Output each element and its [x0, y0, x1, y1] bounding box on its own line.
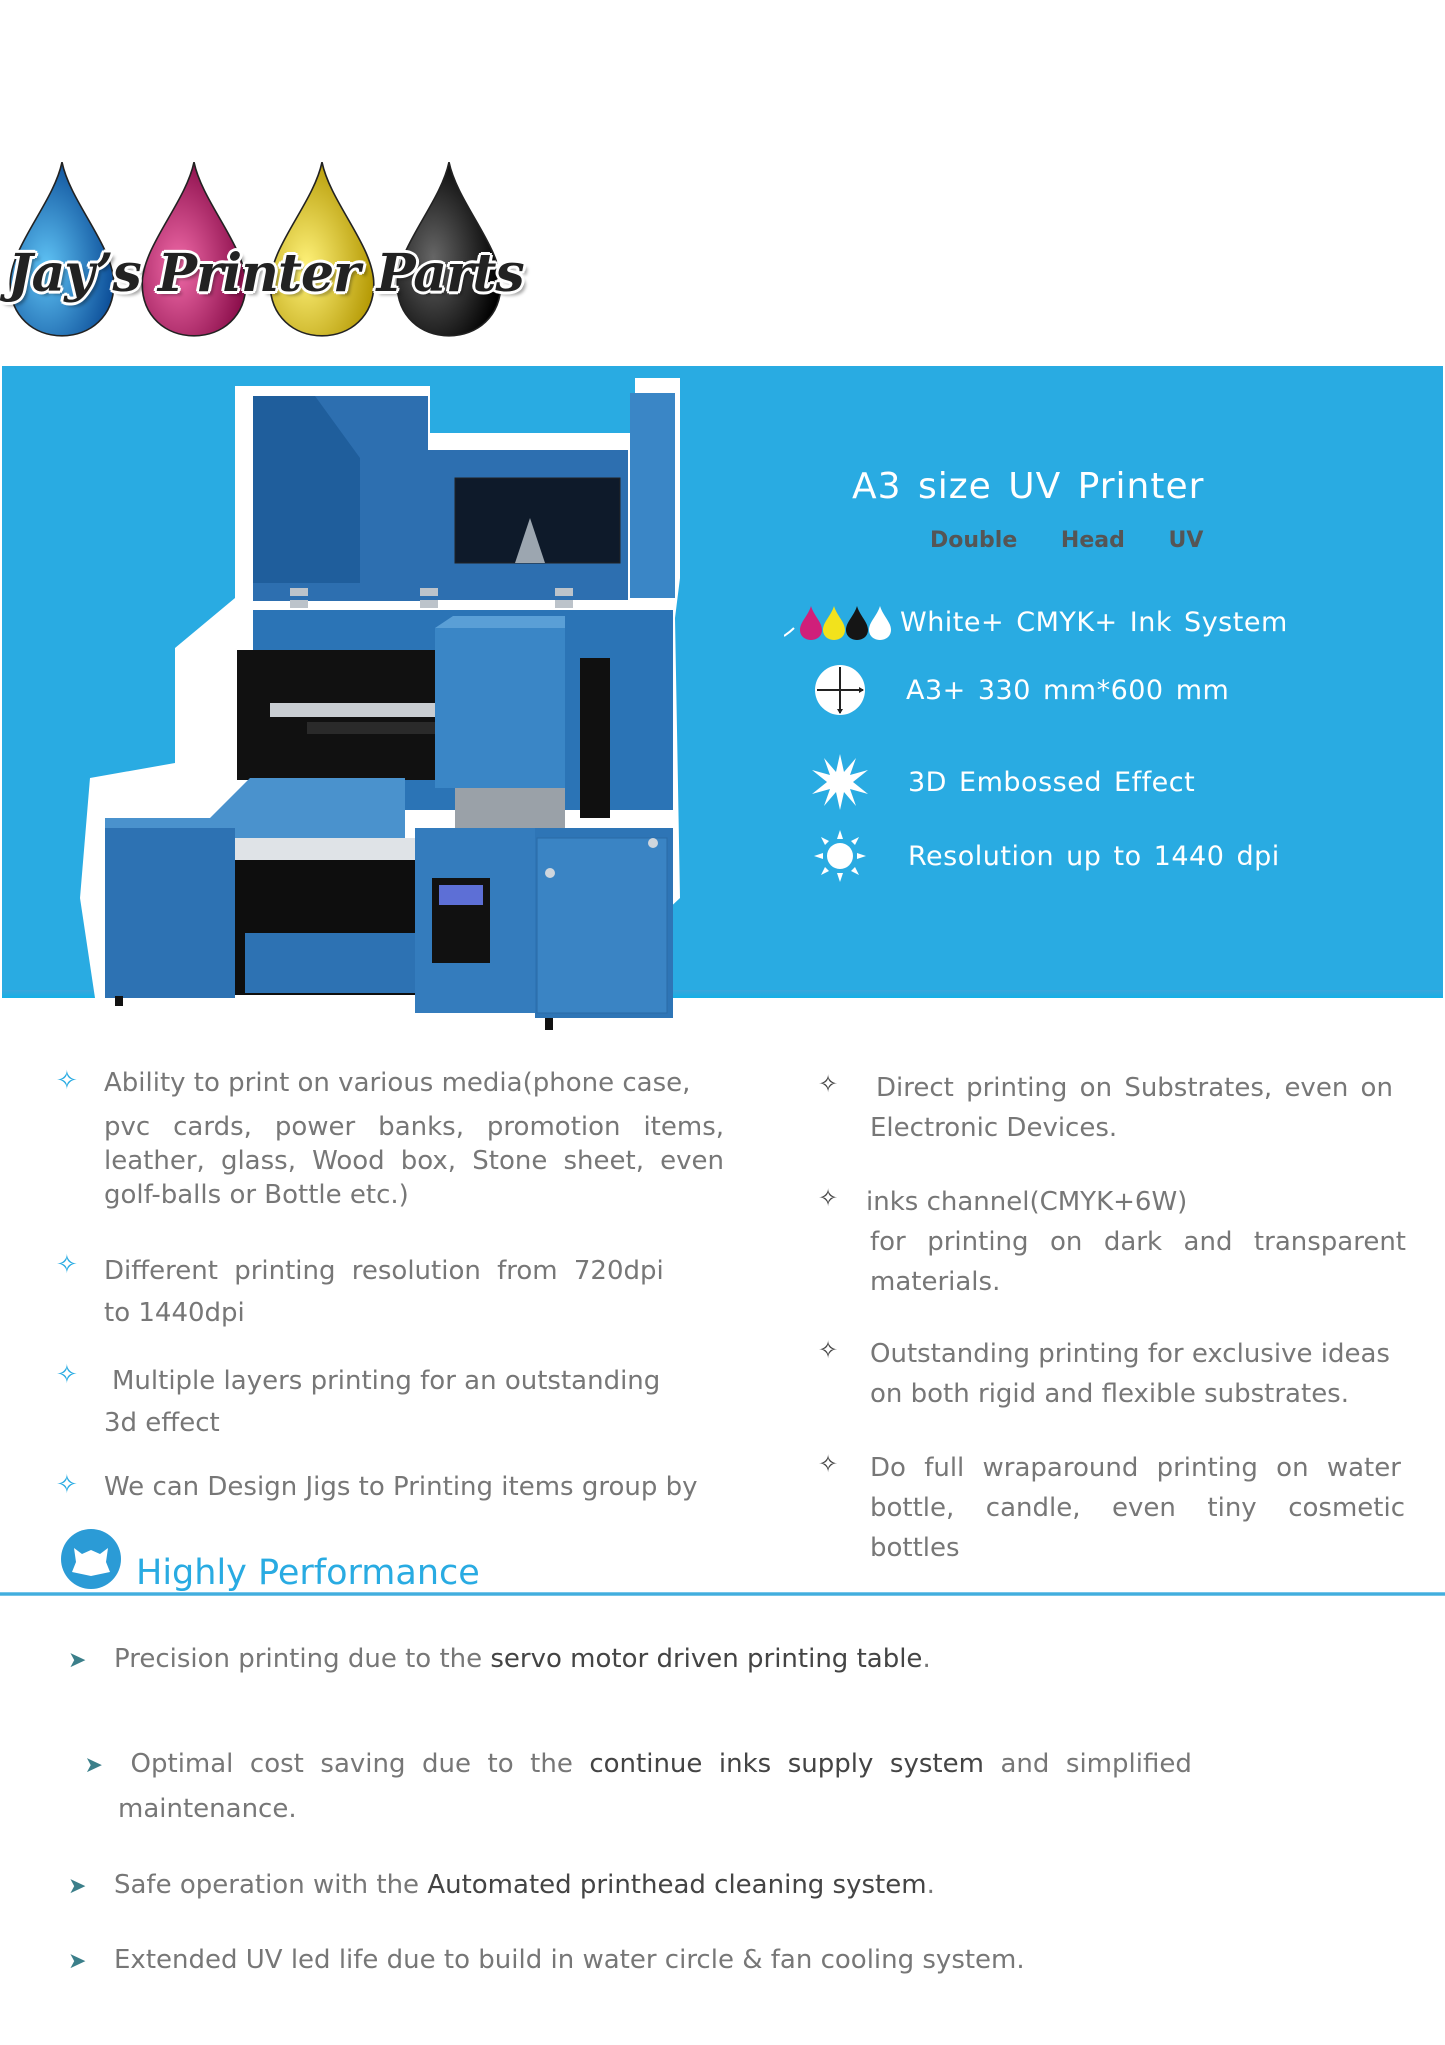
diamond-bullet-icon: ✧ [56, 1066, 78, 1096]
crosshair-size-icon [780, 660, 900, 720]
feature-text-first: Multiple layers printing for an outstand… [112, 1366, 661, 1396]
perf-text: Precision printing due to the [114, 1644, 491, 1674]
spec-embossed-label: 3D Embossed Effect [908, 766, 1196, 798]
perf-text: Extended UV led life due to build in wat… [114, 1945, 1025, 1975]
four-point-star-bullet-icon: ✧ [818, 1336, 839, 1364]
sun-resolution-icon [780, 826, 900, 886]
arrow-bullet-icon: ➤ [84, 1753, 103, 1778]
spec-ink-label: White+ CMYK+ Ink System [900, 606, 1288, 638]
feature-text-first: Do full wraparound printing on water [870, 1453, 1401, 1483]
perf-tail: . [926, 1870, 935, 1900]
feature-text-rest: on both rigid and flexible substrates. [870, 1379, 1349, 1409]
uv-printer-image [80, 378, 680, 1030]
performance-item-3: ➤ Safe operation with the Automated print… [68, 1870, 935, 1900]
feature-left-1-rest: pvc cards, power banks, promotion items,… [104, 1110, 724, 1212]
four-point-star-bullet-icon: ✧ [818, 1184, 839, 1212]
four-point-star-bullet-icon: ✧ [818, 1070, 839, 1098]
feature-text-rest: Electronic Devices. [870, 1113, 1118, 1143]
feature-text-first: Outstanding printing for exclusive ideas [870, 1339, 1390, 1369]
feature-text-first: Ability to print on various media(phone … [104, 1068, 691, 1098]
arrow-bullet-icon: ➤ [68, 1949, 87, 1974]
spec-size-label: A3+ 330 mm*600 mm [906, 674, 1230, 706]
subtitle-uv: UV [1168, 528, 1204, 553]
feature-right-2: inks channel(CMYK+6W) for printing on da… [866, 1182, 1406, 1302]
performance-item-2: ➤ Optimal cost saving due to the continue… [68, 1719, 1192, 1779]
feature-text-first: inks channel(CMYK+6W) [866, 1187, 1188, 1217]
feature-right-1: Direct printing on Substrates, even on E… [870, 1068, 1405, 1148]
feature-text-rest: for printing on dark and transparent mat… [870, 1227, 1406, 1297]
performance-item-1: ➤ Precision printing due to the servo mot… [68, 1644, 931, 1674]
section-divider [0, 1592, 1445, 1596]
feature-text-rest: 3d effect [104, 1408, 220, 1438]
ink-drops-icon [780, 592, 900, 652]
feature-text-rest: bottle, candle, even tiny cosmetic bottl… [870, 1493, 1405, 1563]
four-point-star-bullet-icon: ✧ [818, 1450, 839, 1478]
arrow-bullet-icon: ➤ [68, 1648, 87, 1673]
spec-embossed: 3D Embossed Effect [780, 752, 1195, 812]
cyan-ink-drop-icon [9, 161, 115, 337]
arrow-bullet-icon: ➤ [68, 1874, 87, 1899]
spec-resolution: Resolution up to 1440 dpi [780, 826, 1280, 886]
feature-left-1: Ability to print on various media(phone … [104, 1066, 724, 1100]
feature-right-3: Outstanding printing for exclusive ideas… [870, 1334, 1405, 1414]
banner-bottom-edge [2, 990, 1443, 998]
performance-item-4: ➤ Extended UV led life due to build in wa… [68, 1945, 1025, 1975]
product-title: A3 size UV Printer [852, 466, 1205, 507]
diamond-bullet-icon: ✧ [56, 1470, 78, 1500]
feature-right-4: Do full wraparound printing on water bot… [870, 1448, 1405, 1568]
feature-left-3: Multiple layers printing for an outstand… [104, 1360, 704, 1444]
starburst-emboss-icon [780, 752, 900, 812]
performance-item-2-continued: maintenance. [118, 1794, 297, 1824]
perf-highlight: Automated printhead cleaning system [427, 1870, 927, 1900]
perf-highlight: continue inks supply system [589, 1749, 984, 1779]
logo-wordmark: Jay’s Printer Parts [8, 243, 525, 304]
diamond-bullet-icon: ✧ [56, 1250, 78, 1280]
magenta-ink-drop-icon [141, 161, 247, 337]
feature-left-4: We can Design Jigs to Printing items gro… [104, 1470, 744, 1504]
perf-highlight: servo motor driven printing table [490, 1644, 923, 1674]
black-ink-drop-icon [396, 161, 502, 337]
perf-text: Safe operation with the [114, 1870, 428, 1900]
perf-tail: . [922, 1644, 931, 1674]
company-logo: Jay’s Printer Parts [0, 155, 525, 350]
spec-resolution-label: Resolution up to 1440 dpi [908, 840, 1280, 872]
feature-left-2: Different printing resolution from 720dp… [104, 1250, 684, 1334]
feature-text-first: Different printing resolution from 720dp… [104, 1256, 664, 1286]
product-subtitle: Double Head UV [930, 528, 1221, 553]
feature-text-rest: to 1440dpi [104, 1298, 245, 1328]
yellow-ink-drop-icon [269, 161, 375, 337]
subtitle-double: Double [930, 528, 1018, 553]
subtitle-head: Head [1060, 528, 1125, 553]
spec-print-size: A3+ 330 mm*600 mm [780, 660, 1229, 720]
perf-text: Optimal cost saving due to the [130, 1749, 590, 1779]
performance-badge-icon [61, 1529, 121, 1589]
perf-tail: maintenance. [118, 1794, 297, 1824]
diamond-bullet-icon: ✧ [56, 1360, 78, 1390]
feature-text-rest: pvc cards, power banks, promotion items,… [104, 1112, 724, 1210]
spec-ink-system: White+ CMYK+ Ink System [780, 592, 1288, 652]
feature-text-first: Direct printing on Substrates, even on [876, 1073, 1393, 1103]
perf-tail: and simplified [983, 1749, 1192, 1779]
feature-text-first: We can Design Jigs to Printing items gro… [104, 1472, 698, 1502]
performance-heading: Highly Performance [136, 1553, 480, 1593]
